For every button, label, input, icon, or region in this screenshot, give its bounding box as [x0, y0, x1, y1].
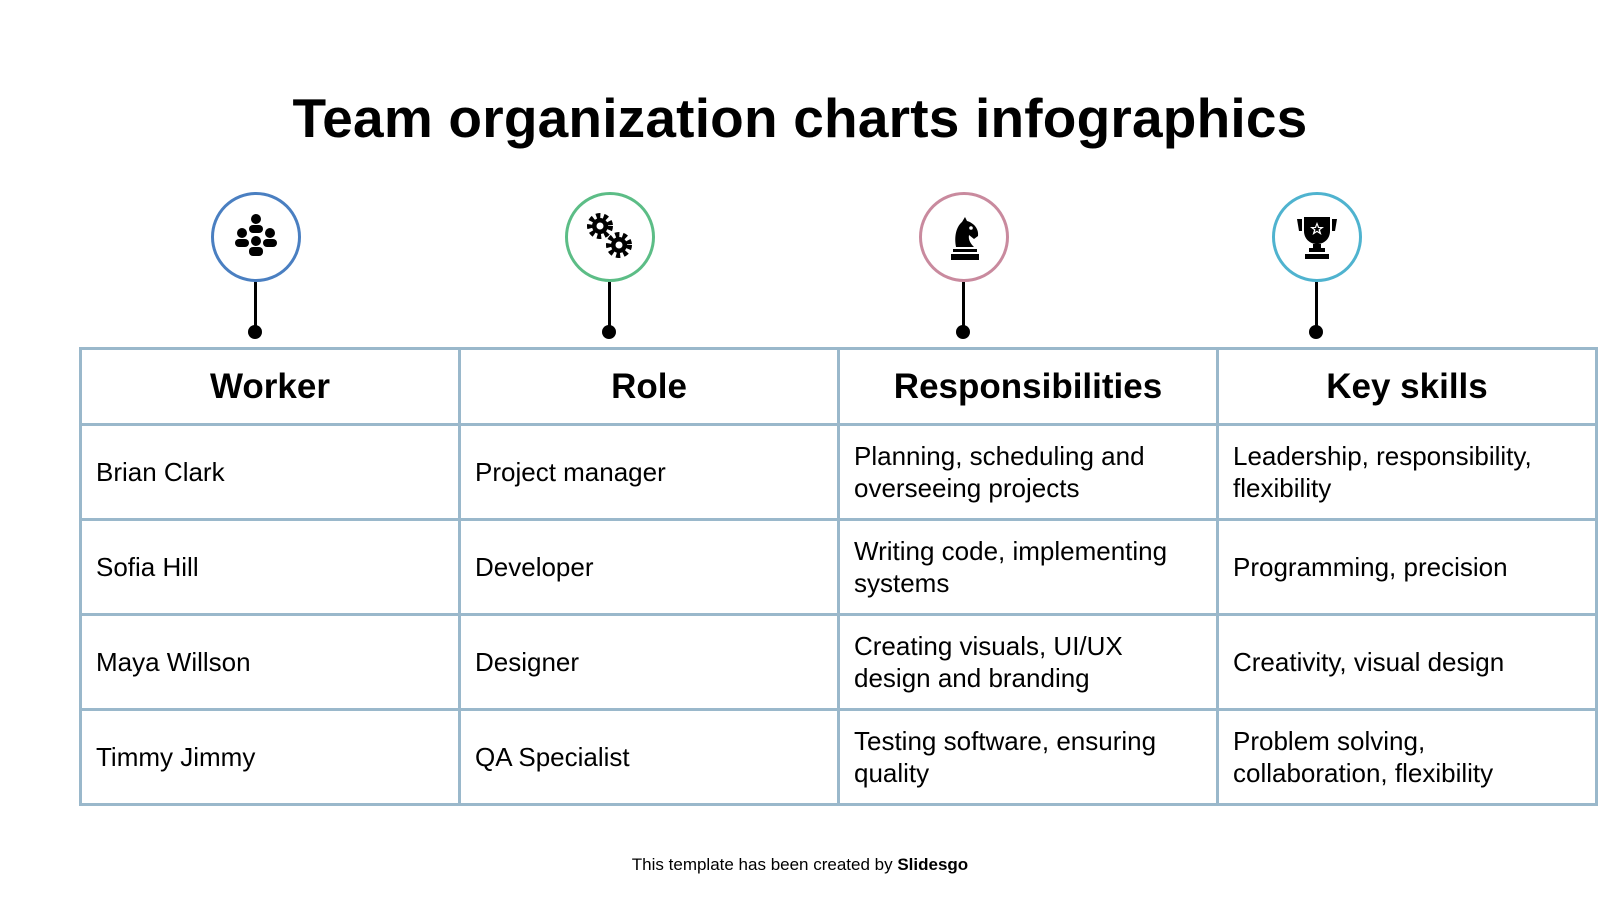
- cell-role: QA Specialist: [458, 708, 840, 806]
- column-header-worker: Worker: [79, 347, 461, 426]
- cell-key-skills: Problem solving, collaboration, flexibil…: [1216, 708, 1598, 806]
- column-header-key-skills: Key skills: [1216, 347, 1598, 426]
- table-row: Brian Clark Project manager Planning, sc…: [79, 423, 1598, 521]
- cell-role: Project manager: [458, 423, 840, 521]
- connector-dot: [602, 325, 616, 339]
- cell-key-skills: Programming, precision: [1216, 518, 1598, 616]
- role-icon-marker: [565, 192, 655, 342]
- chess-knight-icon: [919, 192, 1009, 282]
- cell-worker: Brian Clark: [79, 423, 461, 521]
- team-table: Worker Role Responsibilities Key skills …: [79, 347, 1598, 806]
- key-skills-icon-marker: [1272, 192, 1362, 342]
- table-row: Timmy Jimmy QA Specialist Testing softwa…: [79, 708, 1598, 806]
- footer-credit: This template has been created by Slides…: [0, 855, 1600, 875]
- cell-responsibilities: Creating visuals, UI/UX design and brand…: [837, 613, 1219, 711]
- cell-key-skills: Creativity, visual design: [1216, 613, 1598, 711]
- cell-worker: Timmy Jimmy: [79, 708, 461, 806]
- gears-icon: [565, 192, 655, 282]
- team-icon: [211, 192, 301, 282]
- footer-brand-link[interactable]: Slidesgo: [897, 855, 969, 874]
- trophy-icon: [1272, 192, 1362, 282]
- cell-responsibilities: Testing software, ensuring quality: [837, 708, 1219, 806]
- cell-key-skills: Leadership, responsibility, flexibility: [1216, 423, 1598, 521]
- table-row: Sofia Hill Developer Writing code, imple…: [79, 518, 1598, 616]
- column-header-responsibilities: Responsibilities: [837, 347, 1219, 426]
- connector-dot: [1309, 325, 1323, 339]
- connector-line: [608, 282, 611, 332]
- table-header-row: Worker Role Responsibilities Key skills: [79, 347, 1598, 426]
- worker-icon-marker: [211, 192, 301, 342]
- connector-dot: [248, 325, 262, 339]
- cell-role: Developer: [458, 518, 840, 616]
- cell-worker: Sofia Hill: [79, 518, 461, 616]
- connector-dot: [956, 325, 970, 339]
- connector-line: [1315, 282, 1318, 332]
- footer-text: This template has been created by: [631, 855, 898, 874]
- responsibilities-icon-marker: [919, 192, 1009, 342]
- table-row: Maya Willson Designer Creating visuals, …: [79, 613, 1598, 711]
- connector-line: [962, 282, 965, 332]
- column-header-role: Role: [458, 347, 840, 426]
- cell-role: Designer: [458, 613, 840, 711]
- cell-responsibilities: Writing code, implementing systems: [837, 518, 1219, 616]
- connector-line: [254, 282, 257, 332]
- cell-responsibilities: Planning, scheduling and overseeing proj…: [837, 423, 1219, 521]
- page-title: Team organization charts infographics: [292, 87, 1308, 149]
- cell-worker: Maya Willson: [79, 613, 461, 711]
